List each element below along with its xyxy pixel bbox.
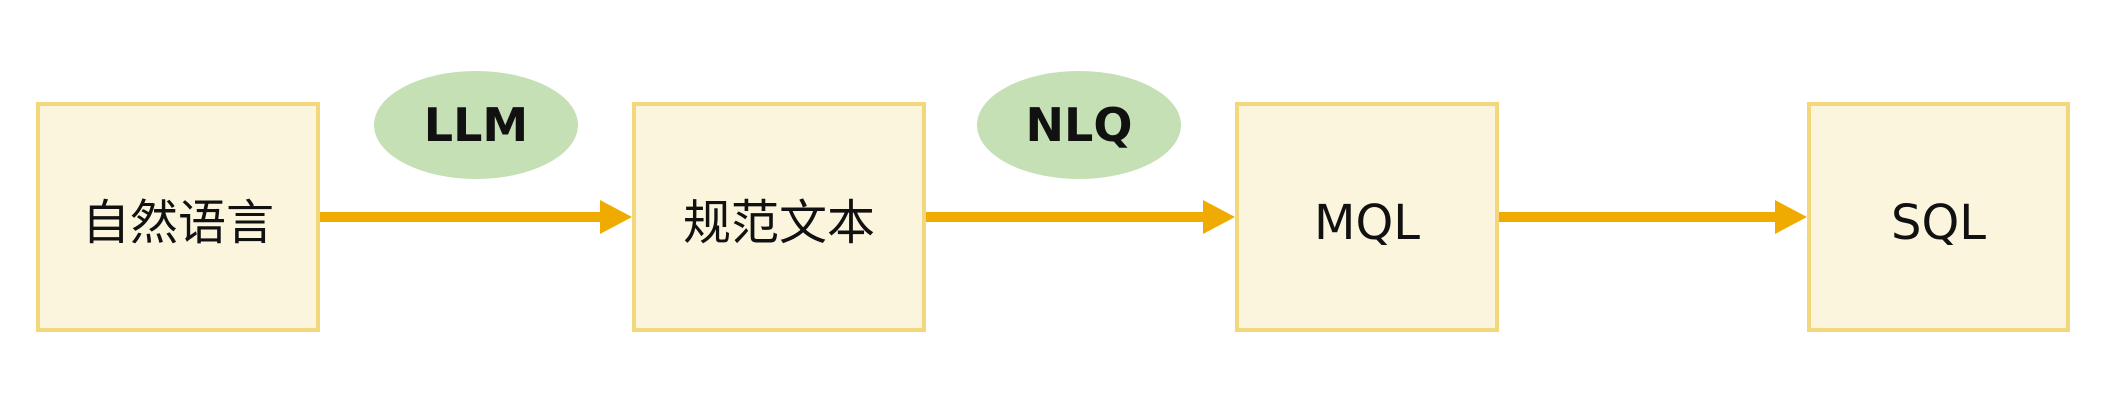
arrow-head — [1775, 200, 1807, 234]
node-label: SQL — [1891, 195, 1986, 251]
node-natural-language: 自然语言 — [36, 102, 320, 332]
node-label: MQL — [1314, 195, 1420, 251]
node-label: 规范文本 — [682, 195, 875, 251]
edge-label-nlq: NLQ — [977, 71, 1181, 179]
arrow-shaft — [1499, 212, 1777, 222]
node-normalized-text: 规范文本 — [632, 102, 926, 332]
arrow-head — [600, 200, 632, 234]
arrow-natural-language-to-normalized-text — [320, 200, 632, 234]
arrow-mql-to-sql — [1499, 200, 1807, 234]
arrow-normalized-text-to-mql — [926, 200, 1235, 234]
arrow-head — [1203, 200, 1235, 234]
node-mql: MQL — [1235, 102, 1499, 332]
arrow-shaft — [320, 212, 602, 222]
arrow-shaft — [926, 212, 1205, 222]
edge-label-text: NLQ — [1025, 98, 1133, 152]
node-label: 自然语言 — [81, 195, 274, 251]
edge-label-text: LLM — [423, 98, 529, 152]
node-sql: SQL — [1807, 102, 2070, 332]
edge-label-llm: LLM — [374, 71, 578, 179]
